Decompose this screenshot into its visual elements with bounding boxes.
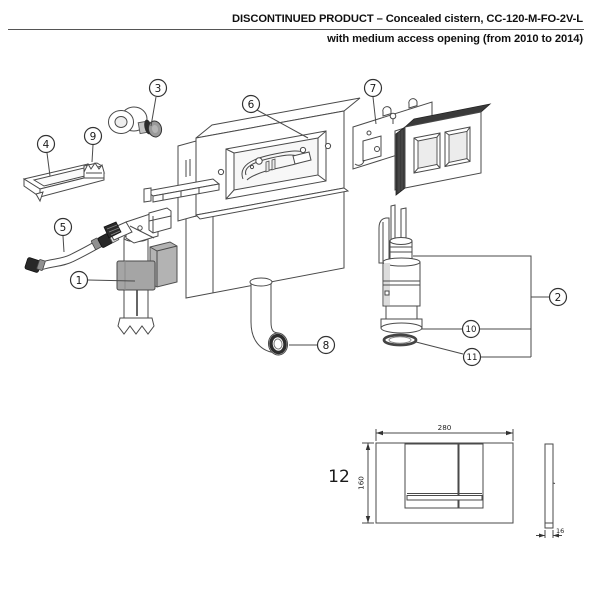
callout-number-7: 7 bbox=[370, 83, 377, 95]
part-3-button bbox=[108, 106, 163, 138]
flush-bend-seal-ring bbox=[267, 332, 289, 356]
title-line-2: with medium access opening (from 2010 to… bbox=[327, 33, 583, 45]
callout-number-11: 11 bbox=[467, 353, 478, 363]
dim-height-label: 160 bbox=[357, 476, 366, 490]
callout-circle-4 bbox=[36, 134, 56, 154]
callout-circle-6 bbox=[241, 94, 261, 114]
callout-number-1: 1 bbox=[76, 275, 83, 287]
callout-circle-11 bbox=[462, 347, 482, 367]
push-plate-dimensions: 280 160 12 16 bbox=[328, 423, 564, 538]
callout-6-leader bbox=[256, 109, 309, 139]
dim-width-label: 280 bbox=[438, 423, 452, 432]
callout-number-8: 8 bbox=[323, 340, 330, 352]
callout-number-10: 10 bbox=[466, 325, 477, 335]
callout-number-5: 5 bbox=[60, 222, 67, 234]
callout-circle-10 bbox=[461, 319, 481, 339]
callout-2-bracket bbox=[413, 255, 549, 357]
callout-4-leader bbox=[46, 152, 51, 177]
callout-number-6: 6 bbox=[248, 99, 255, 111]
callouts-layer: 1 2 3 4 5 6 7 8 9 10 11 bbox=[36, 78, 568, 367]
header-divider bbox=[8, 29, 584, 30]
callout-circle-5 bbox=[53, 217, 73, 237]
callout-11-leader bbox=[415, 341, 464, 355]
callout-number-2: 2 bbox=[555, 292, 562, 304]
part-5-hose bbox=[24, 231, 120, 273]
callout-3-leader bbox=[150, 96, 157, 127]
callout-9-leader bbox=[91, 144, 94, 163]
callout-7-leader bbox=[372, 96, 377, 125]
callout-5-leader bbox=[62, 235, 65, 253]
callout-circle-8 bbox=[316, 335, 336, 355]
callout-number-9: 9 bbox=[90, 131, 97, 143]
dim-thickness-label: 16 bbox=[556, 527, 564, 535]
callout-number-4: 4 bbox=[43, 139, 50, 151]
part-1-fill-valve bbox=[103, 207, 178, 335]
callout-1-leader bbox=[87, 279, 136, 282]
part-8-flush-bend bbox=[249, 277, 289, 356]
part-9-clip bbox=[83, 162, 105, 179]
item-number-label: 12 bbox=[328, 467, 350, 487]
callout-circle-9 bbox=[83, 126, 103, 146]
callout-circle-7 bbox=[363, 78, 383, 98]
callout-number-3: 3 bbox=[155, 83, 162, 95]
callout-circle-2 bbox=[548, 287, 568, 307]
push-plate-assembly bbox=[394, 103, 492, 196]
callout-circle-3 bbox=[148, 78, 168, 98]
callout-circle-1 bbox=[69, 270, 89, 290]
part-2-flush-valve bbox=[378, 204, 423, 347]
title-line-1: DISCONTINUED PRODUCT – Concealed cistern… bbox=[231, 13, 583, 25]
